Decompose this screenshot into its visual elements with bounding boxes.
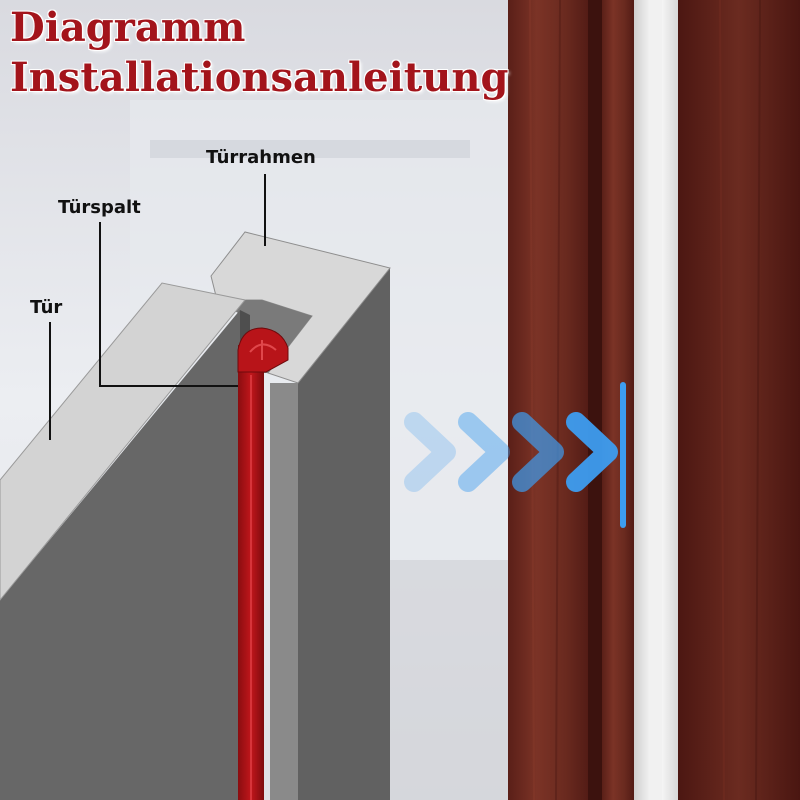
leader-door-gap [99,222,238,387]
background-floor-blur [380,560,510,800]
direction-arrows [404,382,626,528]
door-face [0,310,240,800]
wood-post-shadow [588,0,602,800]
frame-face-front [270,383,298,800]
label-door-gap: Türspalt [58,197,141,218]
white-seal-strip-core [650,0,662,800]
chevron-right-icon [458,412,510,492]
frame-face-right [298,268,390,800]
label-door-frame: Türrahmen [206,147,316,168]
title-line-1: Diagramm [10,4,246,51]
title-line-2: Installationsanleitung [10,54,509,101]
chevron-right-icon [512,412,564,492]
label-leader-lines [49,174,266,440]
wood-door-panel [678,0,800,800]
wood-grain [755,0,761,800]
wood-grain [555,0,561,800]
wood-post-middle [602,0,634,800]
red-seal [237,327,289,800]
chevron-right-icon [404,412,456,492]
wood-post-left [508,0,590,800]
wood-grain [529,0,535,800]
wooden-frame [508,0,800,800]
label-door: Tür [30,297,63,318]
background-shelf-blur [150,140,470,158]
chevron-right-icon [566,412,618,492]
door-top-edge [0,282,246,601]
wood-grain [719,0,725,800]
